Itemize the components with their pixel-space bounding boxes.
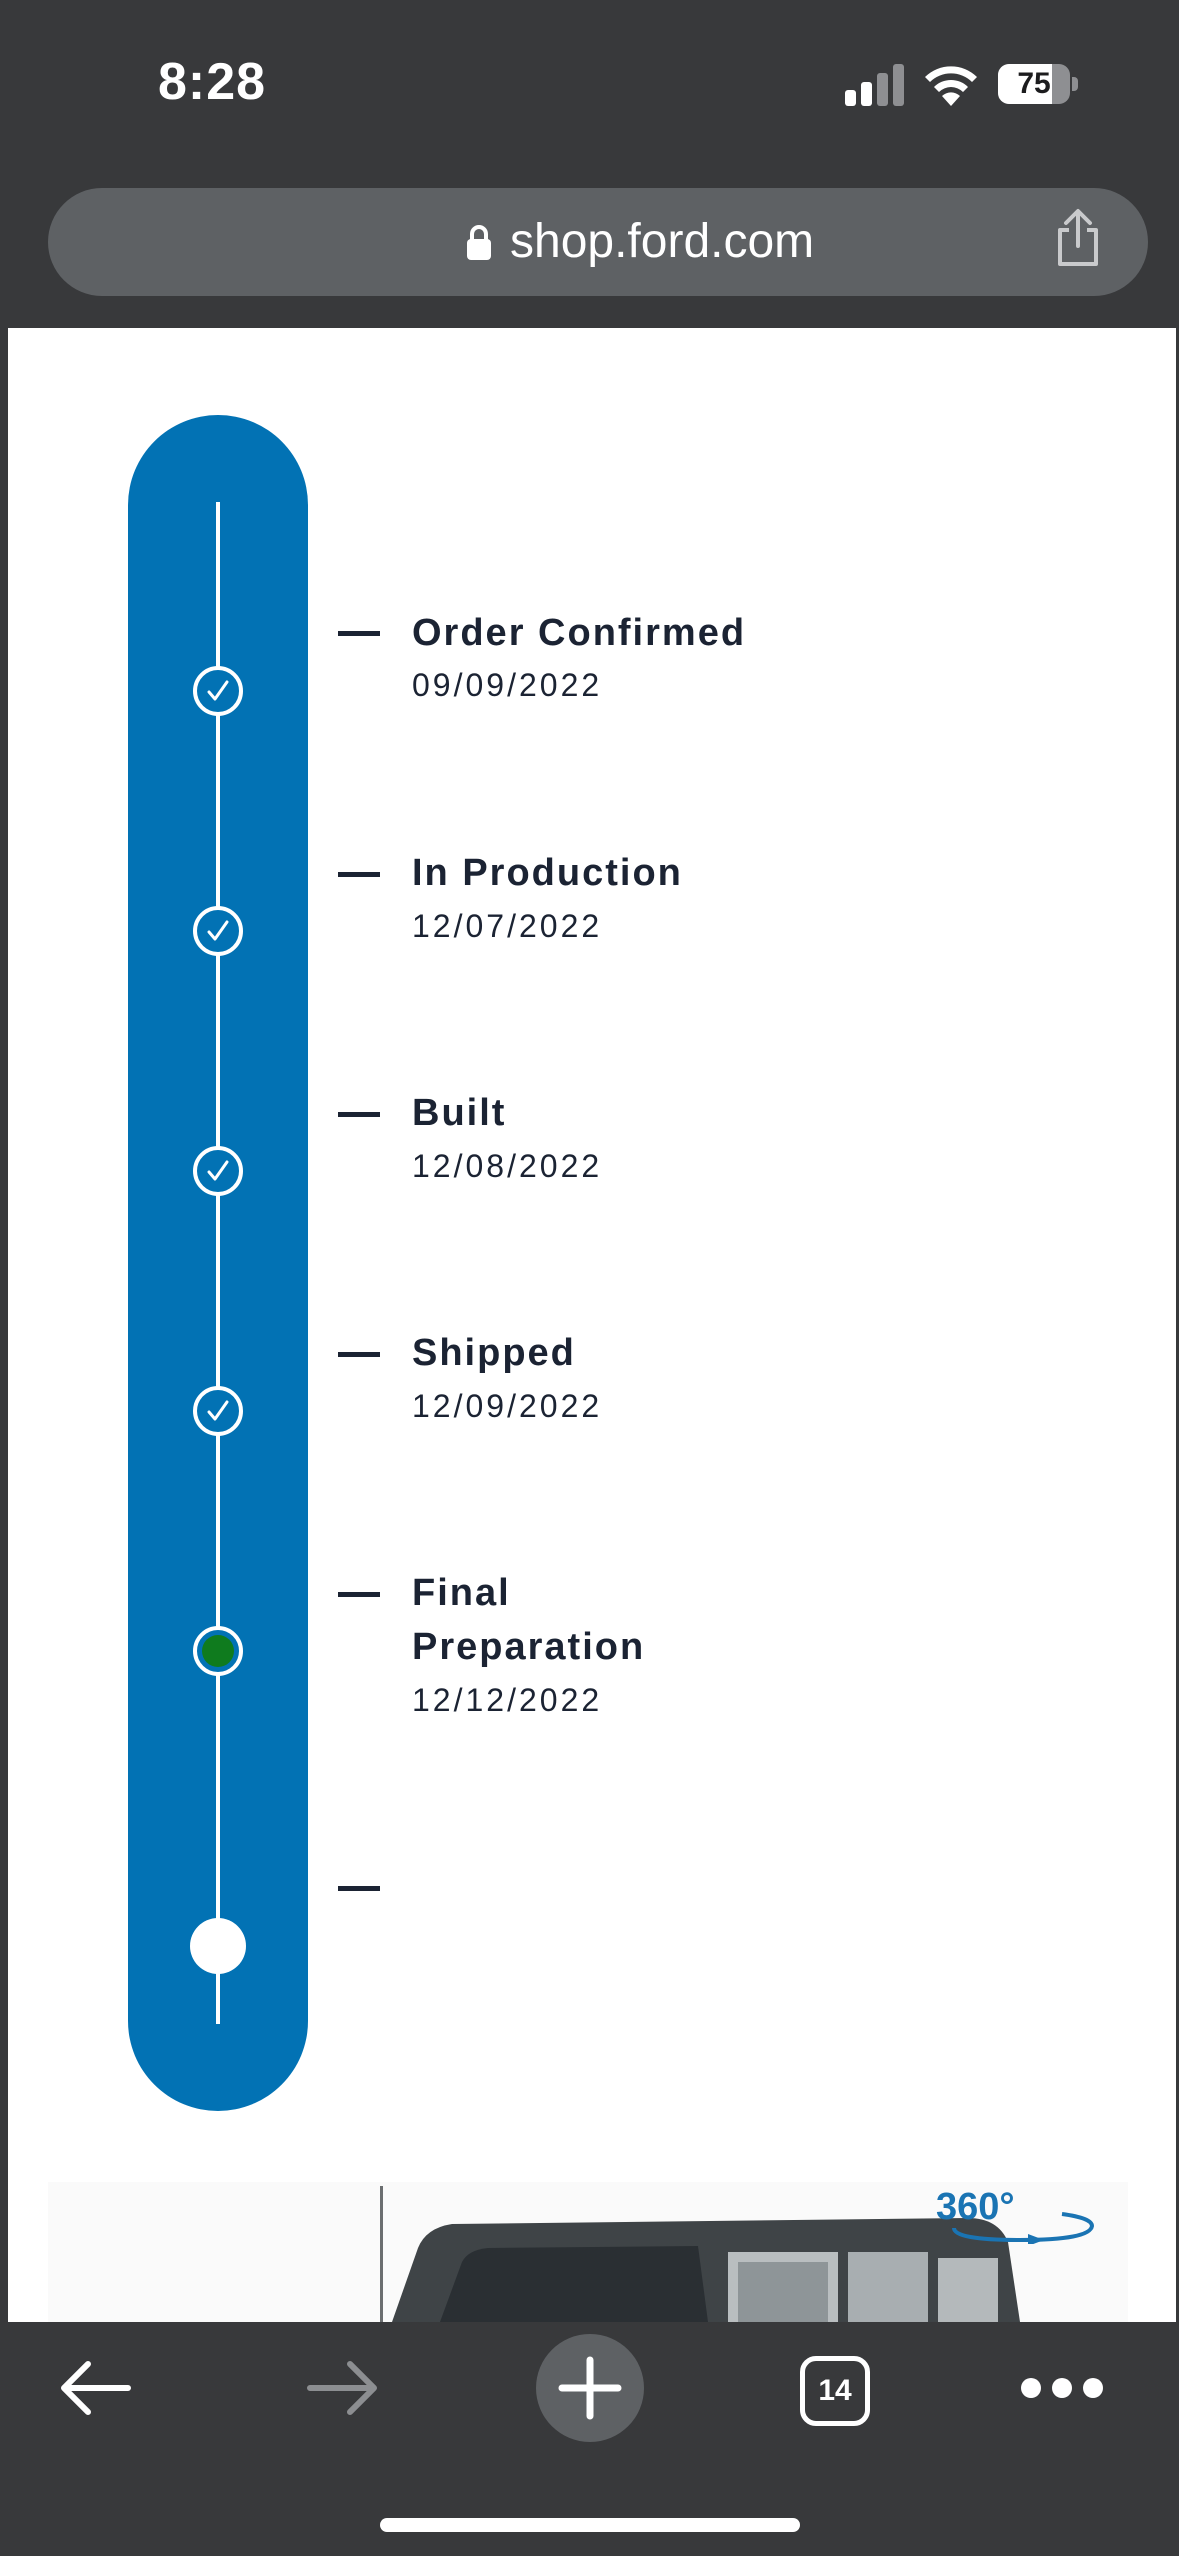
browser-toolbar: 14 <box>0 2322 1179 2556</box>
rotate-360-icon[interactable] <box>950 2210 1096 2244</box>
view-360-badge[interactable]: 360° <box>936 2186 1015 2228</box>
address-bar[interactable]: shop.ford.com <box>48 188 1148 296</box>
current-step-indicator <box>193 1626 243 1676</box>
status-time: 8:28 <box>158 53 267 111</box>
step-dash <box>338 1112 380 1117</box>
step-date: 12/08/2022 <box>412 1148 603 1184</box>
tabs-button[interactable]: 14 <box>800 2356 870 2426</box>
step-dash <box>338 1352 380 1357</box>
arrow-left-icon[interactable] <box>58 2350 134 2426</box>
step-title: Final Preparation <box>412 1572 646 1668</box>
url-text: shop.ford.com <box>510 215 815 268</box>
step-dash <box>338 872 380 877</box>
step-checkmark-icon <box>193 1386 243 1436</box>
step-date: 12/12/2022 <box>412 1682 603 1718</box>
vehicle-image[interactable] <box>48 2182 1128 2322</box>
step-date: 12/09/2022 <box>412 1388 603 1424</box>
wifi-icon <box>925 66 977 106</box>
step-date: 09/09/2022 <box>412 667 603 703</box>
step-title: Shipped <box>412 1332 576 1374</box>
step-title: Order Confirmed <box>412 612 747 654</box>
step-title: Built <box>412 1092 507 1134</box>
vehicle-graphic <box>392 2218 1020 2322</box>
lock-icon <box>467 225 491 260</box>
battery-level: 75 <box>1017 67 1051 100</box>
home-indicator[interactable] <box>380 2518 800 2532</box>
step-dash <box>338 1886 380 1891</box>
tab-count: 14 <box>818 2374 852 2407</box>
step-checkmark-icon <box>193 906 243 956</box>
plus-icon <box>558 2356 622 2420</box>
current-step-dot <box>202 1635 234 1667</box>
battery-icon: 75 <box>998 64 1078 104</box>
battery-fill <box>998 64 1052 104</box>
status-bar: 8:28 75 <box>0 0 1179 180</box>
arrow-right-icon[interactable] <box>304 2350 380 2426</box>
share-icon[interactable] <box>1052 208 1104 268</box>
new-tab-button[interactable] <box>536 2334 644 2442</box>
step-checkmark-icon <box>193 666 243 716</box>
upcoming-step-indicator <box>190 1918 246 1974</box>
step-title: In Production <box>412 852 683 894</box>
cellular-signal-icon <box>845 62 905 106</box>
step-dash <box>338 631 380 636</box>
step-checkmark-icon <box>193 1146 243 1196</box>
step-date: 12/07/2022 <box>412 908 603 944</box>
antenna <box>380 2186 383 2322</box>
timeline-line <box>216 502 220 2024</box>
more-icon[interactable] <box>1018 2370 1106 2406</box>
step-dash <box>338 1592 380 1597</box>
